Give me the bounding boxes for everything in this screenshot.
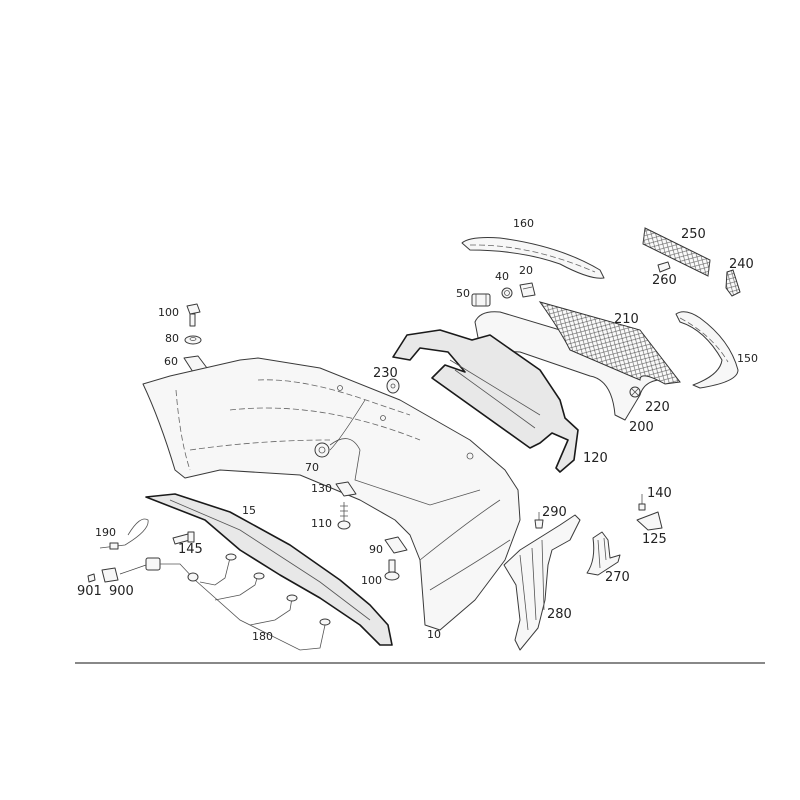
label-210: 210 xyxy=(614,312,639,327)
label-150: 150 xyxy=(737,352,758,365)
part-125-wedge[interactable] xyxy=(636,511,663,531)
part-220-emblem[interactable] xyxy=(629,386,641,398)
label-290: 290 xyxy=(542,505,567,520)
label-40: 40 xyxy=(495,270,509,283)
part-110-screw[interactable] xyxy=(337,502,351,530)
label-120: 120 xyxy=(583,451,608,466)
part-100-bolt-top[interactable] xyxy=(186,303,201,327)
label-220: 220 xyxy=(645,400,670,415)
label-80: 80 xyxy=(165,332,179,345)
label-70: 70 xyxy=(305,461,319,474)
label-20: 20 xyxy=(519,264,533,277)
label-60: 60 xyxy=(164,355,178,368)
label-15: 15 xyxy=(242,504,256,517)
part-290-pin[interactable] xyxy=(534,512,544,529)
part-40-ring[interactable] xyxy=(501,287,513,299)
label-260: 260 xyxy=(652,273,677,288)
label-50: 50 xyxy=(456,287,470,300)
part-20-sensor[interactable] xyxy=(519,282,536,298)
label-180: 180 xyxy=(252,630,273,643)
part-130-clip[interactable] xyxy=(335,481,357,497)
label-901: 901 xyxy=(77,584,102,599)
part-250-grille[interactable] xyxy=(642,227,711,277)
part-15-lower-strip[interactable] xyxy=(145,493,393,646)
label-100-top: 100 xyxy=(158,306,179,319)
part-901-plug[interactable] xyxy=(87,573,96,583)
label-145: 145 xyxy=(178,542,203,557)
part-900-leader xyxy=(119,564,147,575)
label-160: 160 xyxy=(513,217,534,230)
label-230: 230 xyxy=(373,366,398,381)
label-130: 130 xyxy=(311,482,332,495)
part-260-clip[interactable] xyxy=(657,261,671,273)
label-140: 140 xyxy=(647,486,672,501)
part-230-washer[interactable] xyxy=(386,378,400,394)
part-270-bracket[interactable] xyxy=(586,531,621,576)
part-80-washer[interactable] xyxy=(184,335,202,345)
part-145-pin[interactable] xyxy=(172,531,195,545)
part-900-connector[interactable] xyxy=(101,567,119,583)
part-280-bracket[interactable] xyxy=(503,514,581,651)
label-240: 240 xyxy=(729,257,754,272)
part-190-cable-tie[interactable] xyxy=(99,518,149,550)
part-140-screw[interactable] xyxy=(638,494,646,511)
part-160-upper-trim[interactable] xyxy=(461,237,605,279)
label-110: 110 xyxy=(311,517,332,530)
part-240-small-grille[interactable] xyxy=(725,269,741,297)
label-900: 900 xyxy=(109,584,134,599)
label-200: 200 xyxy=(629,420,654,435)
label-125: 125 xyxy=(642,532,667,547)
part-100-bolt-bottom[interactable] xyxy=(384,559,400,581)
label-270: 270 xyxy=(605,570,630,585)
part-10-bumper-cover[interactable] xyxy=(142,357,521,631)
label-250: 250 xyxy=(681,227,706,242)
part-210-mesh-insert[interactable] xyxy=(538,301,681,385)
part-70-nut[interactable] xyxy=(314,399,366,458)
part-180-wiring-harness[interactable] xyxy=(145,553,331,651)
part-90-clip[interactable] xyxy=(384,536,408,554)
label-190: 190 xyxy=(95,526,116,539)
part-120-diffuser[interactable] xyxy=(392,329,579,473)
label-10: 10 xyxy=(427,628,441,641)
part-150-side-trim[interactable] xyxy=(675,311,739,389)
label-100-bottom: 100 xyxy=(361,574,382,587)
label-280: 280 xyxy=(547,607,572,622)
part-50-sensor-holder[interactable] xyxy=(471,293,491,307)
label-90: 90 xyxy=(369,543,383,556)
